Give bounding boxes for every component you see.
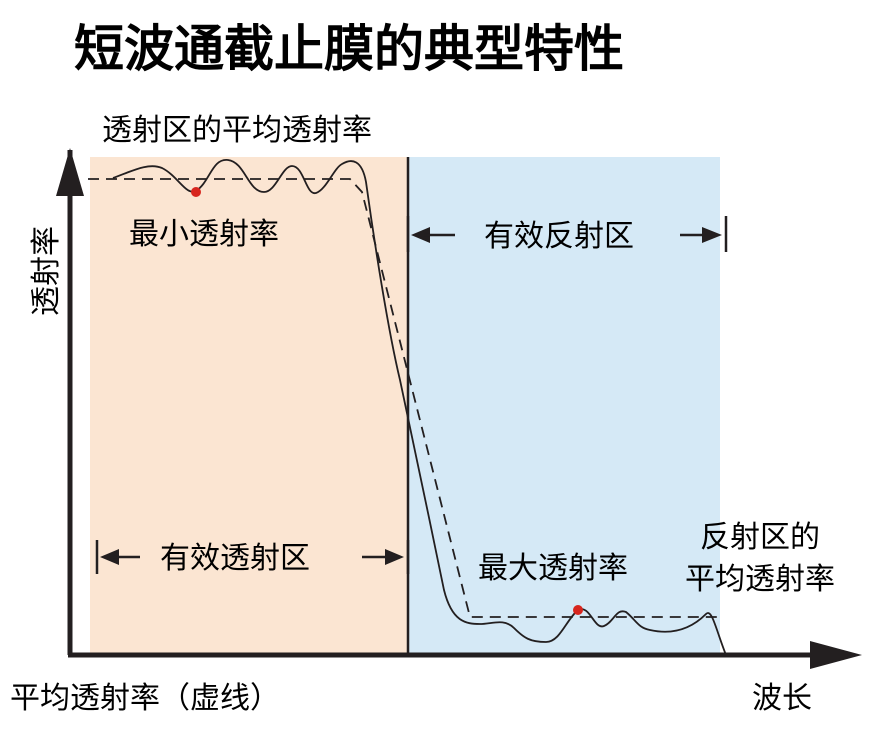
transmittance-curve <box>112 159 727 656</box>
min-transmittance-marker <box>191 187 201 197</box>
transmission-zone-left-arrow <box>100 549 119 565</box>
x-axis-arrow <box>810 641 862 669</box>
max-transmittance-marker <box>573 605 583 615</box>
effective-reflection-zone-label: 有效反射区 <box>484 219 634 254</box>
y-axis-label: 透射率 <box>29 226 64 316</box>
x-axis-label: 波长 <box>752 681 812 716</box>
transmission-zone-right-arrow <box>385 549 404 565</box>
reflection-zone-right-arrow <box>702 227 722 243</box>
avg-reflect-transmittance-label-line1: 反射区的 <box>700 520 820 555</box>
y-axis-arrow <box>56 148 84 196</box>
average-transmittance-legend: 平均透射率（虚线） <box>10 681 280 716</box>
avg-reflect-transmittance-label-line2: 平均透射率 <box>685 562 835 597</box>
min-transmittance-label: 最小透射率 <box>129 217 279 252</box>
max-transmittance-label: 最大透射率 <box>478 551 628 586</box>
reflection-zone-left-arrow <box>411 227 430 243</box>
transmission-zone-background <box>90 157 408 655</box>
average-transmittance-dashed-line <box>88 178 722 618</box>
effective-transmission-zone-label: 有效透射区 <box>160 541 310 576</box>
avg-pass-transmittance-label: 透射区的平均透射率 <box>102 113 372 148</box>
diagram-title: 短波通截止膜的典型特性 <box>74 20 624 78</box>
reflection-zone-background <box>408 157 720 655</box>
